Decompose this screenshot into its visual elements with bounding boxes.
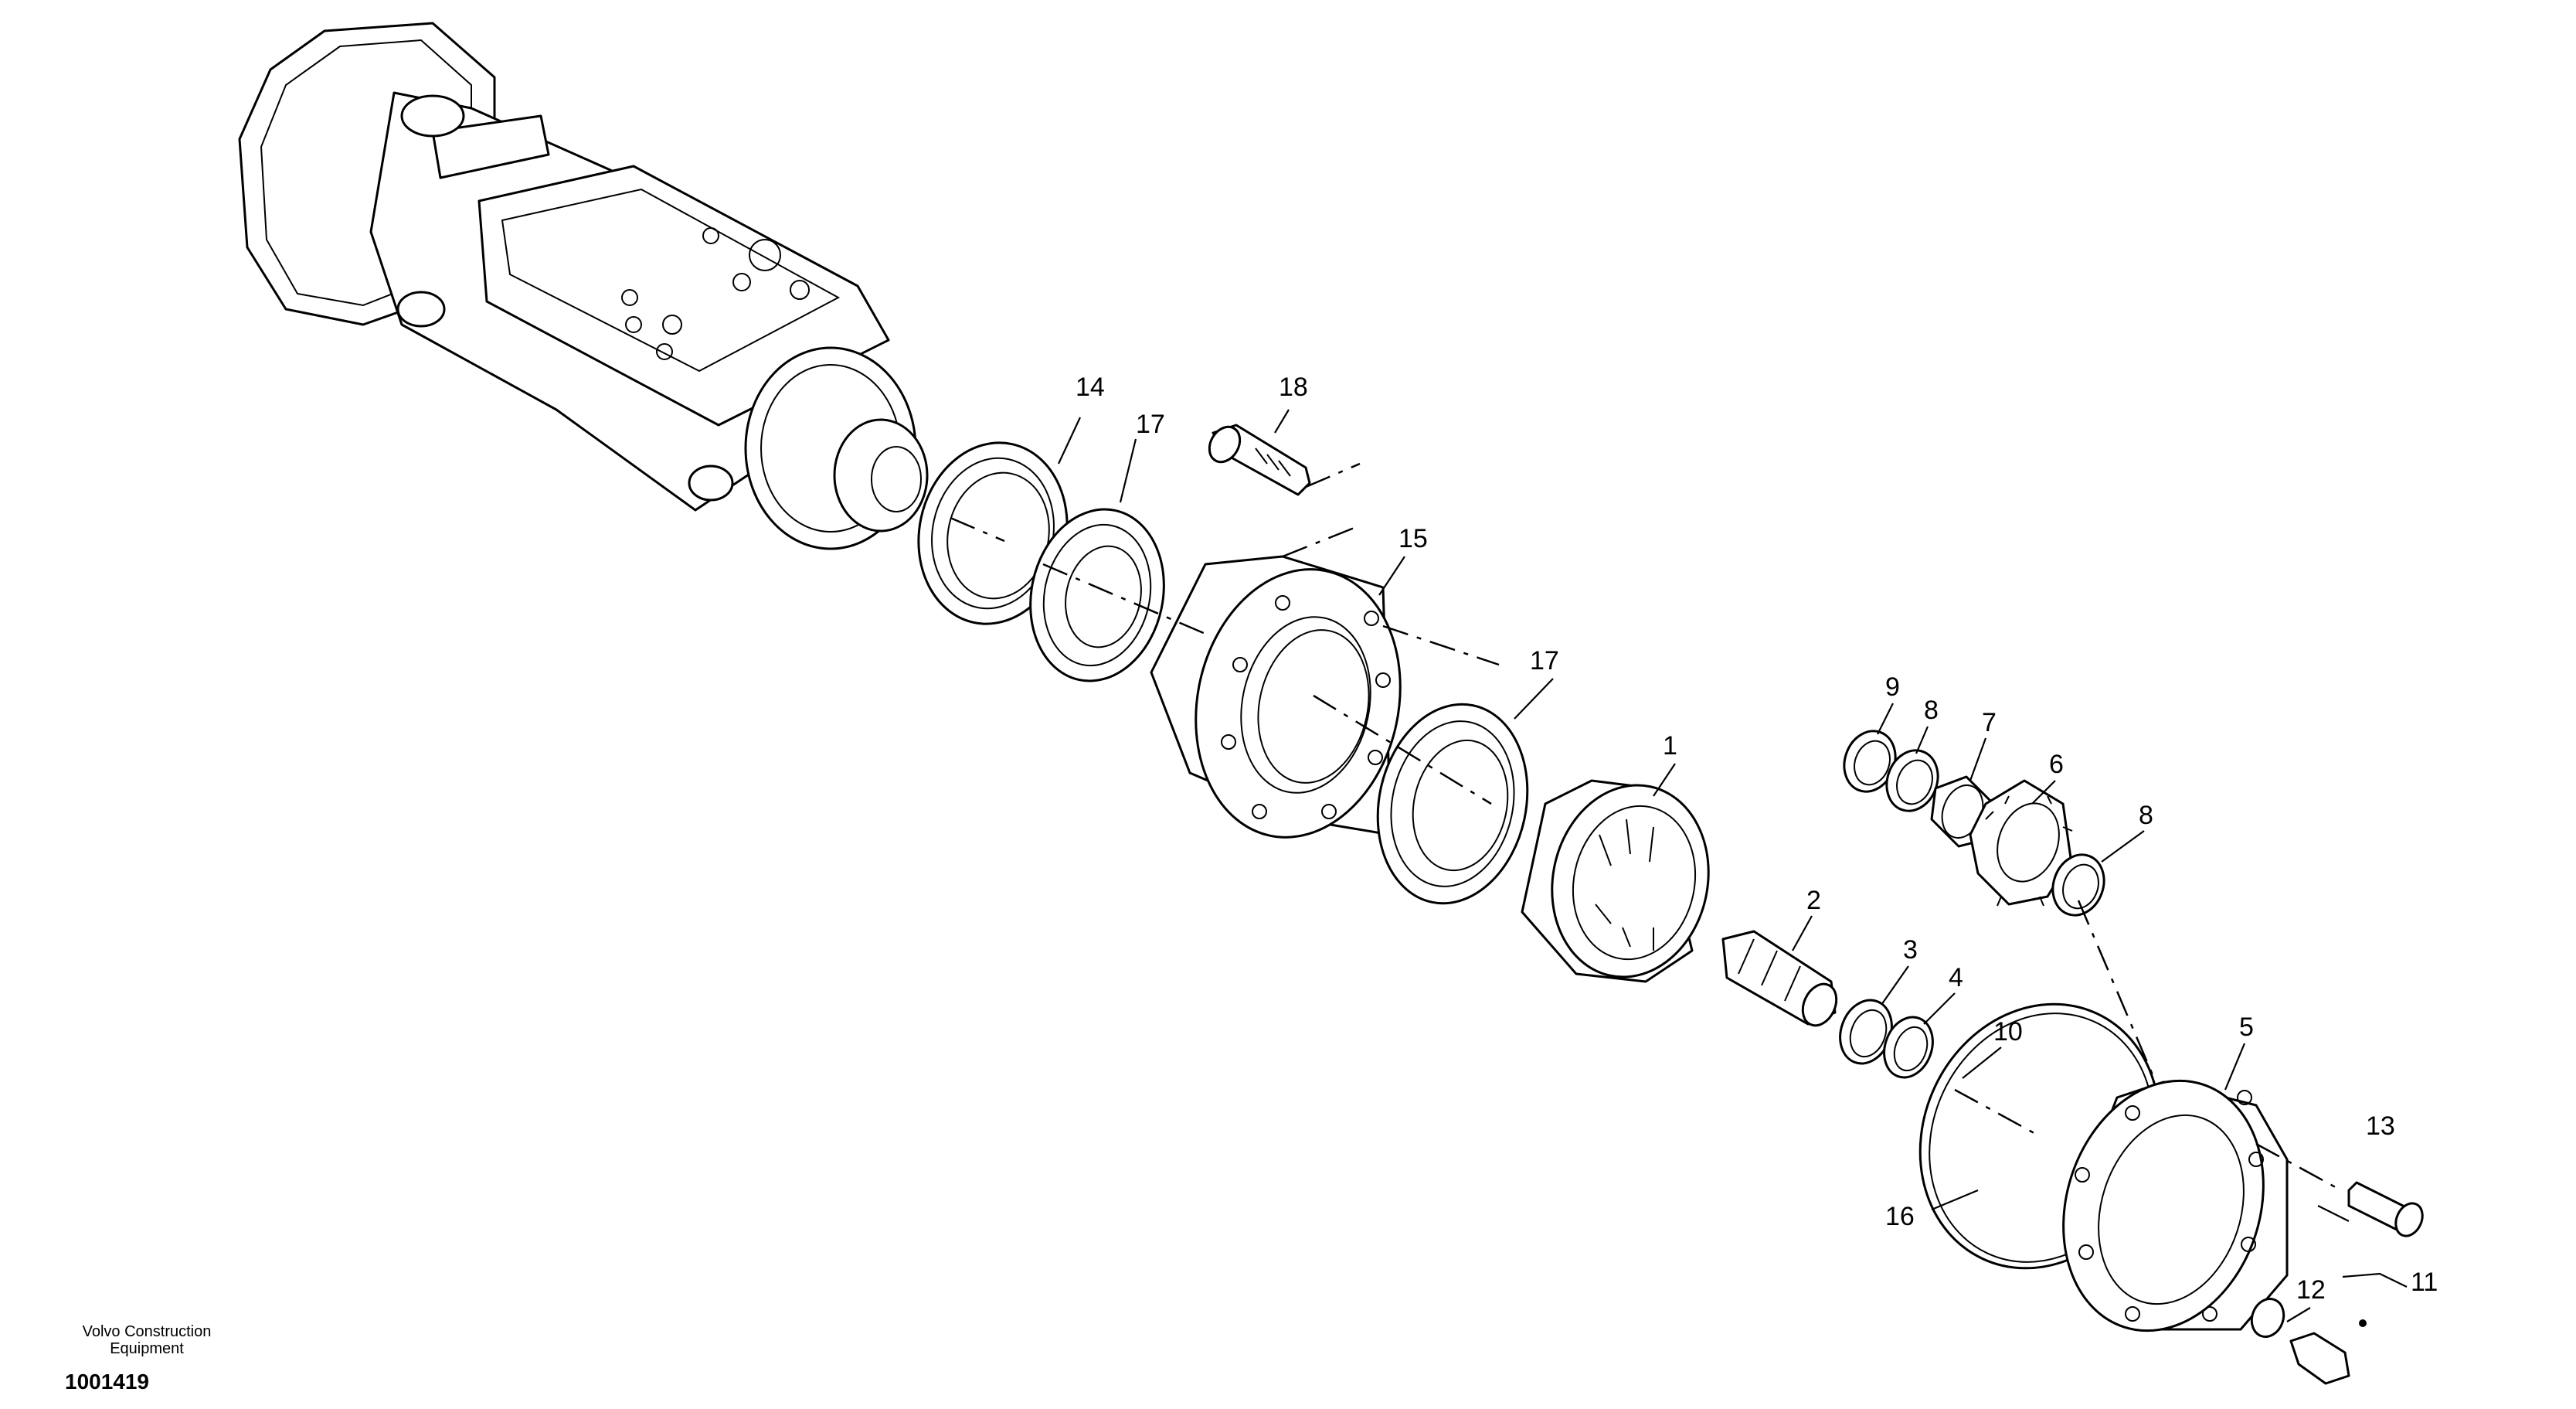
part-number-labels: 14 17 18 15 17 1 2 3 4 10 5 16 13 12 11 … (1076, 373, 2438, 1305)
label-8-upper: 8 (1924, 696, 1939, 725)
label-18: 18 (1279, 373, 1308, 402)
brand-label: Volvo Construction Equipment (46, 1323, 247, 1357)
label-9: 9 (1885, 672, 1900, 702)
assembly-axis-lines (950, 462, 2342, 1192)
label-17-lower: 17 (1530, 646, 1559, 676)
label-8-lower: 8 (2139, 801, 2153, 830)
label-11: 11 (2411, 1268, 2438, 1297)
part-12-drain-plug (2250, 1298, 2367, 1385)
label-17-upper: 17 (1136, 410, 1165, 439)
label-16: 14 (1076, 373, 1105, 402)
label-15: 16 (1885, 1202, 1915, 1231)
label-6: 6 (2049, 750, 2064, 779)
part-6-planet-gear (1969, 779, 2075, 907)
label-7: 7 (1982, 708, 1997, 737)
part-2-shaft (1721, 930, 1838, 1027)
part-16-seal (917, 441, 1069, 625)
part-17-bearing-lower (1376, 703, 1529, 905)
leader-lines (1058, 409, 2408, 1322)
label-4: 4 (1949, 963, 1963, 992)
part-8-washer-lower (2051, 853, 2105, 917)
label-13: 13 (2366, 1111, 2395, 1141)
label-2: 2 (1806, 886, 1821, 915)
label-10: 10 (1993, 1017, 2023, 1047)
part-5-planet-carrier (2062, 1079, 2289, 1332)
label-1: 1 (1663, 731, 1677, 761)
label-12: 12 (2296, 1275, 2326, 1305)
label-5: 5 (2239, 1013, 2254, 1042)
part-1-ring-gear (1521, 779, 1710, 983)
brand-line-1: Volvo Construction (82, 1323, 212, 1340)
part-4-ring (1883, 1016, 1934, 1079)
part-14-wheel-hub (1150, 555, 1402, 839)
label-14: 15 (1398, 524, 1428, 553)
part-18-bolt (1208, 424, 1311, 496)
part-13-bolt (2347, 1181, 2424, 1237)
label-3: 3 (1903, 935, 1918, 965)
part-17-bearing-upper (1029, 508, 1165, 682)
brand-line-2: Equipment (110, 1340, 184, 1357)
axle-housing (238, 22, 929, 550)
document-id: 1001419 (65, 1370, 150, 1394)
